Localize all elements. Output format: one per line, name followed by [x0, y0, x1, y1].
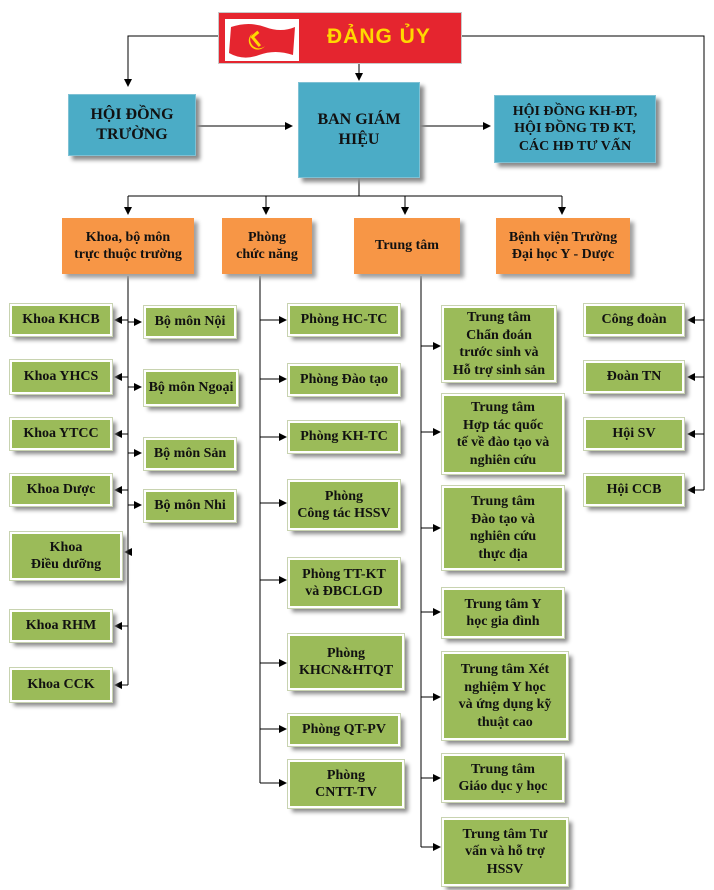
science-councils-box: HỘI ĐỒNG KH-ĐT, HỘI ĐỒNG TĐ KT, CÁC HĐ T… — [494, 95, 656, 163]
center-item: Trung tâm Y học gia đình — [441, 587, 565, 639]
board-of-rectors-box: BAN GIÁM HIỆU — [298, 82, 420, 178]
faculty-item: Khoa YTCC — [9, 417, 113, 451]
hammer-and-sickle-flag-icon — [225, 19, 299, 61]
party-committee-banner: ĐẢNG ỦY — [218, 12, 462, 64]
office-item: Phòng TT-KT và ĐBCLGD — [287, 557, 401, 609]
organization-item: Hội SV — [583, 417, 685, 451]
center-item: Trung tâm Hợp tác quốc tế về đào tạo và … — [441, 393, 565, 475]
faculty-item: Khoa KHCB — [9, 303, 113, 337]
organization-item: Đoàn TN — [583, 360, 685, 394]
offices-header-box: Phòng chức năng — [222, 218, 312, 274]
faculty-item: Khoa Dược — [9, 473, 113, 507]
department-item: Bộ môn Nội — [143, 305, 237, 339]
faculties-header-box: Khoa, bộ môn trực thuộc trường — [62, 218, 194, 274]
school-council-box: HỘI ĐỒNG TRƯỜNG — [68, 94, 196, 156]
office-item: Phòng CNTT-TV — [287, 759, 405, 809]
center-item: Trung tâm Giáo dục y học — [441, 753, 565, 803]
hospital-header-box: Bệnh viện Trường Đại học Y - Dược — [496, 218, 630, 274]
faculty-item: Khoa YHCS — [9, 359, 113, 395]
department-item: Bộ môn Ngoại — [143, 369, 239, 407]
office-item: Phòng HC-TC — [287, 303, 401, 337]
organization-item: Hội CCB — [583, 473, 685, 507]
center-item: Trung tâm Đào tạo và nghiên cứu thực địa — [441, 485, 565, 571]
organization-item: Công đoàn — [583, 303, 685, 337]
office-item: Phòng KH-TC — [287, 420, 401, 454]
center-item: Trung tâm Xét nghiệm Y học và ứng dụng k… — [441, 651, 569, 741]
center-item: Trung tâm Tư vấn và hỗ trợ HSSV — [441, 817, 569, 887]
faculty-item: Khoa CCK — [9, 667, 113, 703]
department-item: Bộ môn Nhi — [143, 489, 237, 523]
faculty-item: Khoa RHM — [9, 609, 113, 643]
party-committee-title: ĐẢNG ỦY — [327, 25, 431, 48]
center-item: Trung tâm Chẩn đoán trước sinh và Hỗ trợ… — [441, 305, 557, 383]
department-item: Bộ môn Sản — [143, 437, 237, 471]
faculty-item: Khoa Điều dưỡng — [9, 531, 123, 581]
office-item: Phòng QT-PV — [287, 713, 401, 747]
office-item: Phòng KHCN&HTQT — [287, 633, 405, 691]
office-item: Phòng Công tác HSSV — [287, 479, 401, 531]
centers-header-box: Trung tâm — [354, 218, 460, 274]
office-item: Phòng Đào tạo — [287, 363, 401, 397]
